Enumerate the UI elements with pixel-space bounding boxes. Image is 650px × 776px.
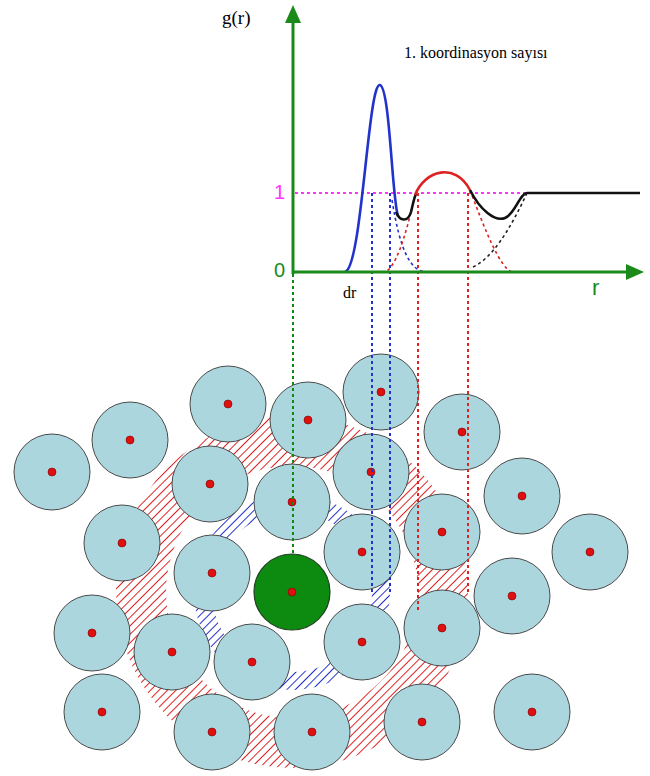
particles	[14, 354, 628, 770]
projection-line	[371, 193, 373, 592]
projection-line	[417, 193, 419, 612]
particle	[174, 535, 250, 611]
particle	[343, 354, 419, 430]
particle	[494, 674, 570, 750]
first-peak	[345, 85, 398, 272]
projection-line	[389, 193, 391, 592]
particle	[484, 458, 560, 534]
centre-dot	[288, 588, 296, 596]
centre-dot	[586, 548, 594, 556]
particle	[92, 402, 168, 478]
particle	[274, 694, 350, 770]
centre-dot	[418, 718, 426, 726]
centre-dot	[438, 624, 446, 632]
centre-dot	[98, 708, 106, 716]
centre-dot	[48, 468, 56, 476]
annotation: 1. koordinasyon sayısı	[404, 44, 548, 62]
particle-centres	[48, 388, 594, 736]
centre-dot	[358, 548, 366, 556]
centre-dot	[438, 528, 446, 536]
x-axis-arrow	[626, 264, 644, 280]
centre-dot	[358, 638, 366, 646]
centre-dot	[528, 708, 536, 716]
x-axis	[292, 271, 628, 274]
projection-line	[467, 193, 469, 592]
particle	[190, 366, 266, 442]
particle	[84, 505, 160, 581]
particle	[174, 694, 250, 770]
centre-dot	[304, 416, 312, 424]
particle	[134, 614, 210, 690]
axis-annotation: dr	[343, 284, 356, 302]
peak-tail	[385, 195, 415, 272]
axis-label: r	[592, 276, 599, 300]
particle	[14, 434, 90, 510]
centre-dot	[377, 388, 385, 396]
centre-dot	[208, 728, 216, 736]
centre-dot	[88, 629, 96, 637]
tick-label: 1	[274, 181, 285, 203]
second-peak	[415, 172, 470, 195]
centre-dot	[118, 539, 126, 547]
centre-dot	[224, 400, 232, 408]
centre-dot	[458, 428, 466, 436]
particle	[384, 684, 460, 760]
centre-dot	[208, 569, 216, 577]
particle	[552, 514, 628, 590]
y-axis	[292, 20, 295, 274]
particle	[54, 595, 130, 671]
particle	[324, 514, 400, 590]
centre-dot	[126, 436, 134, 444]
tick-label: 0	[274, 259, 285, 281]
centre-dot	[308, 728, 316, 736]
y-axis-arrow	[285, 5, 301, 23]
centre-dot	[518, 492, 526, 500]
centre-dot	[248, 658, 256, 666]
centre-dot	[206, 480, 214, 488]
axis-title: g(r)	[222, 8, 250, 29]
projection-line	[292, 274, 294, 588]
centre-dot	[168, 648, 176, 656]
curve-segment	[470, 190, 640, 219]
particle	[424, 394, 500, 470]
curve-segment	[396, 194, 416, 220]
particle	[172, 446, 248, 522]
centre-dot	[508, 592, 516, 600]
particle	[270, 382, 346, 458]
particle	[214, 624, 290, 700]
particle	[474, 558, 550, 634]
particle	[404, 590, 480, 666]
particle	[64, 674, 140, 750]
particle	[324, 604, 400, 680]
reference-particle	[254, 554, 330, 630]
